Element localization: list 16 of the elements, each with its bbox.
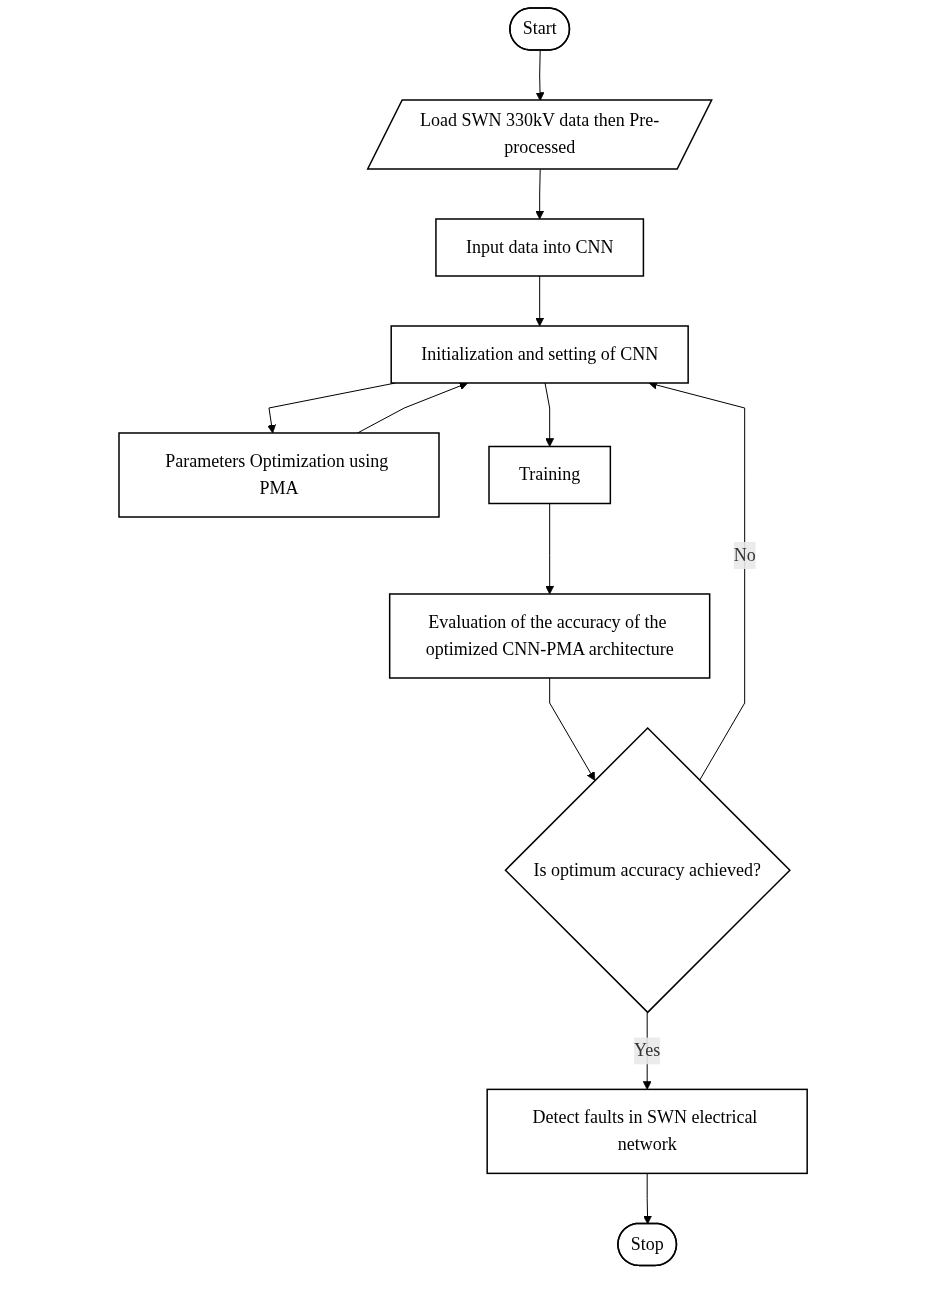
arrow xyxy=(535,50,545,101)
node-box: Parameters Optimization using PMA xyxy=(118,432,440,518)
arrow xyxy=(544,382,554,447)
node-box: Detect faults in SWN electrical network xyxy=(486,1088,808,1175)
arrow xyxy=(535,275,544,327)
edge-label: No xyxy=(733,544,756,565)
node-diamond: Is optimum accuracy achieved? xyxy=(504,726,791,1014)
node-box: Training xyxy=(488,445,611,505)
arrow xyxy=(545,503,554,595)
node-box: Input data into CNN xyxy=(435,218,645,277)
arrow xyxy=(643,1172,652,1225)
node-box: Evaluation of the accuracy of the optimized CNN-PMA architecture xyxy=(388,593,711,679)
edge-label: Yes xyxy=(633,1040,661,1061)
node-box: Initialization and setting of CNN xyxy=(390,325,689,384)
arrow xyxy=(549,677,596,781)
arrow xyxy=(535,169,544,220)
